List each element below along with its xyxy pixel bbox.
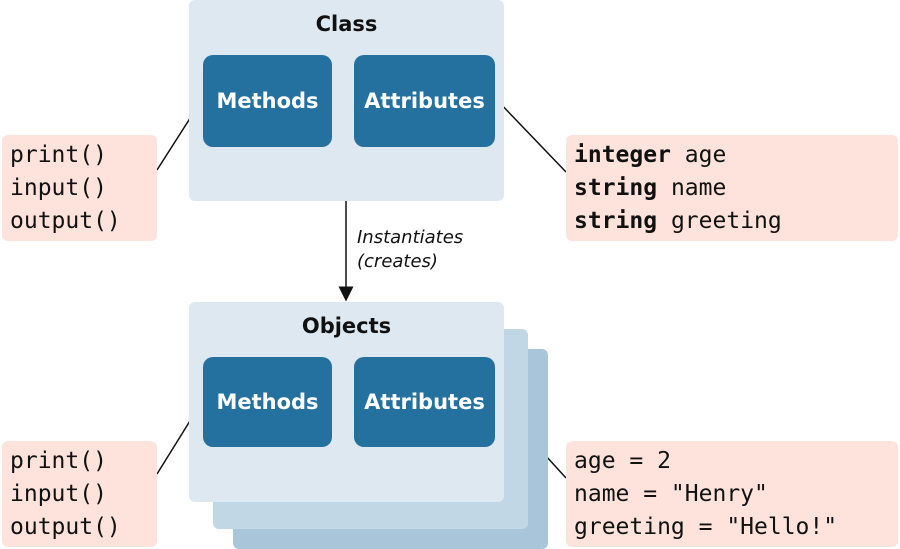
class-attributes-list: integer age string name string greeting <box>566 135 898 241</box>
object-attribute-item: name = "Henry" <box>574 481 768 507</box>
class-methods-list: print() input() output() <box>2 135 157 241</box>
objects-methods-box: Methods <box>203 357 332 447</box>
class-attribute-item: string greeting <box>574 205 890 238</box>
attribute-name: age <box>684 142 727 168</box>
class-title: Class <box>315 12 378 36</box>
instantiates-label: Instantiates (creates) <box>357 226 463 274</box>
objects-attributes-box: Attributes <box>354 357 495 447</box>
class-attribute-item: string name <box>574 172 890 205</box>
class-methods-box: Methods <box>203 55 332 147</box>
class-attributes-connector <box>494 97 567 173</box>
class-attributes-box: Attributes <box>354 55 495 147</box>
objects-methods-list: print() input() output() <box>2 441 157 547</box>
objects-title: Objects <box>301 314 392 338</box>
instantiates-label-line1: Instantiates <box>357 227 464 248</box>
attribute-type: string <box>574 175 658 201</box>
object-method-item: print() <box>10 448 107 474</box>
object-method-item: input() <box>10 481 107 507</box>
class-method-item: print() <box>10 142 107 168</box>
object-method-item: output() <box>10 514 121 540</box>
attribute-type: integer <box>574 142 671 168</box>
object-attribute-item: age = 2 <box>574 448 671 474</box>
class-method-item: input() <box>10 175 107 201</box>
instantiates-label-line2: (creates) <box>357 251 438 272</box>
attribute-name: greeting <box>670 208 782 234</box>
attribute-name: name <box>670 175 727 201</box>
object-attribute-item: greeting = "Hello!" <box>574 514 838 540</box>
class-method-item: output() <box>10 208 121 234</box>
objects-attributes-list: age = 2 name = "Henry" greeting = "Hello… <box>566 441 898 547</box>
attribute-type: string <box>574 208 658 234</box>
class-attribute-item: integer age <box>574 139 890 172</box>
